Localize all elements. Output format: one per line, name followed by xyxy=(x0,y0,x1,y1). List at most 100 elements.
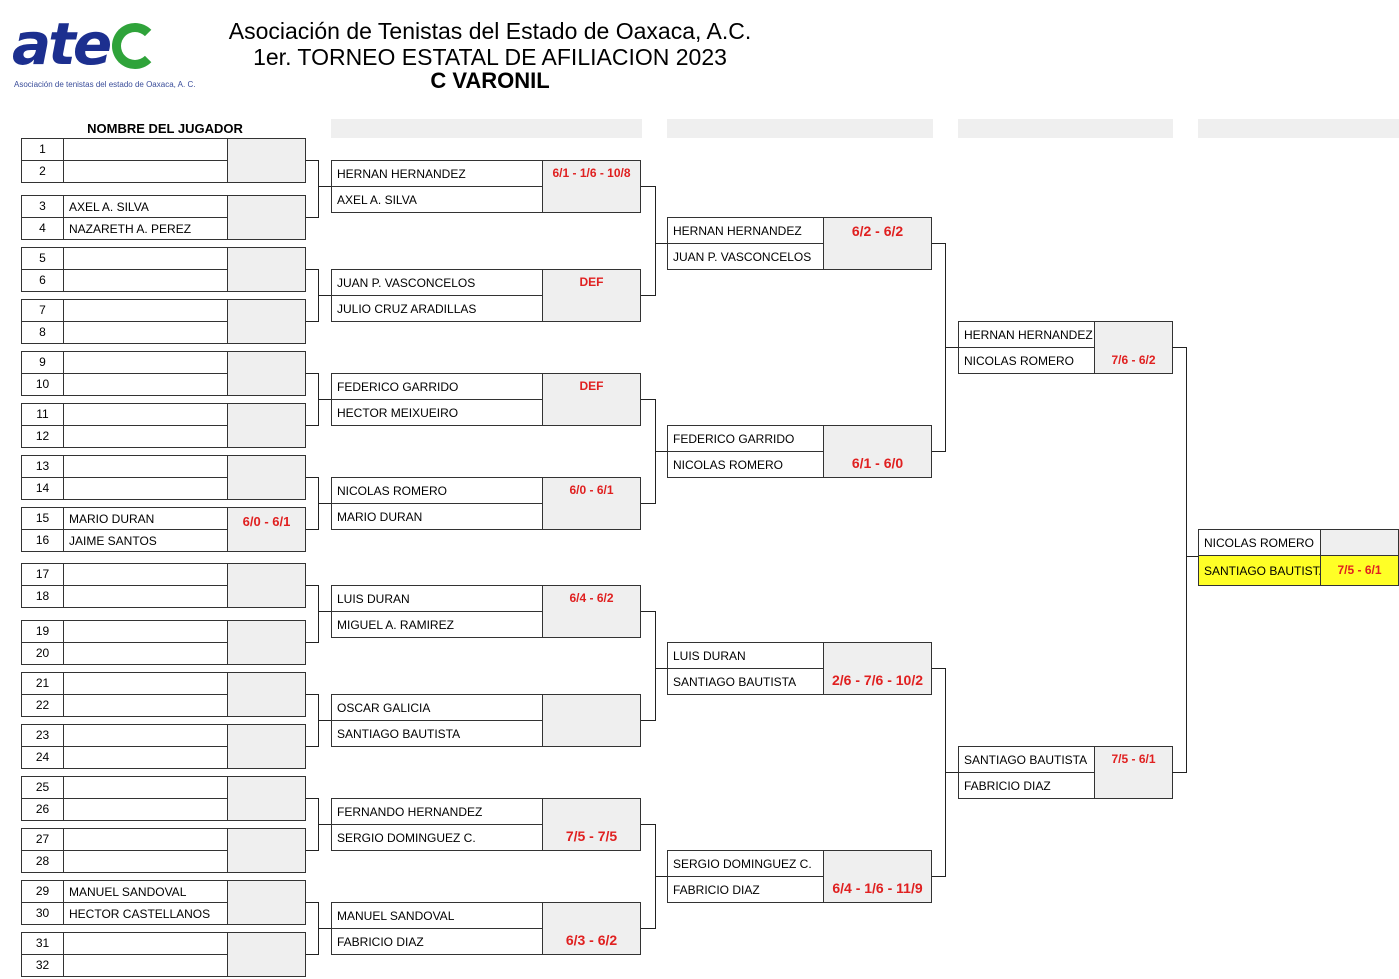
score-box xyxy=(227,880,306,925)
bracket-connector xyxy=(655,186,656,296)
score-box xyxy=(227,672,306,717)
seed-number: 22 xyxy=(21,694,64,717)
score-box xyxy=(1094,746,1173,799)
bracket-connector xyxy=(318,585,319,643)
bracket-connector xyxy=(306,321,318,322)
player-name: FERNANDO HERNANDEZ xyxy=(331,798,543,825)
bracket-connector xyxy=(655,876,667,877)
final-score: 7/5 - 6/1 xyxy=(1337,563,1382,577)
match-score: 7/6 - 6/2 xyxy=(1111,353,1156,367)
seed-number: 16 xyxy=(21,529,64,552)
seed-number: 3 xyxy=(21,195,64,218)
bracket-connector xyxy=(306,694,318,695)
score-box xyxy=(227,403,306,448)
bracket-connector xyxy=(306,642,318,643)
seed-number: 11 xyxy=(21,403,64,426)
player-name xyxy=(63,425,228,448)
score-box xyxy=(227,932,306,977)
seed-number: 31 xyxy=(21,932,64,955)
final-score-box xyxy=(1320,555,1399,586)
bracket-connector xyxy=(641,824,655,825)
player-name: SANTIAGO BAUTISTA xyxy=(331,720,543,747)
player-name: HECTOR CASTELLANOS xyxy=(63,902,228,925)
player-name: JULIO CRUZ ARADILLAS xyxy=(331,295,543,322)
seed-number: 28 xyxy=(21,850,64,873)
seed-number: 29 xyxy=(21,880,64,903)
bracket-connector xyxy=(318,160,319,218)
seed-number: 18 xyxy=(21,585,64,608)
player-name xyxy=(63,299,228,322)
player-name xyxy=(63,798,228,821)
final-score-box xyxy=(1320,529,1399,556)
score-box xyxy=(227,138,306,183)
bracket-connector xyxy=(655,668,667,669)
bracket-connector xyxy=(641,295,655,296)
player-name xyxy=(63,477,228,500)
match-score: 7/5 - 6/1 xyxy=(1111,752,1156,766)
match-score: 6/1 - 6/0 xyxy=(851,455,904,471)
player-name: MARIO DURAN xyxy=(331,503,543,530)
score-box xyxy=(227,351,306,396)
seed-number: 2 xyxy=(21,160,64,183)
seed-number: 20 xyxy=(21,642,64,665)
score-box xyxy=(823,425,932,478)
seed-number: 14 xyxy=(21,477,64,500)
bracket-connector xyxy=(1172,772,1186,773)
bracket-connector xyxy=(318,928,331,929)
player-name: FEDERICO GARRIDO xyxy=(667,425,824,452)
tournament-title: 1er. TORNEO ESTATAL DE AFILIACION 2023 xyxy=(253,44,727,70)
player-name xyxy=(63,269,228,292)
bracket-connector xyxy=(1172,347,1186,348)
match-score: 6/0 - 6/1 xyxy=(569,483,614,497)
seed-number: 27 xyxy=(21,828,64,851)
bracket-connector xyxy=(306,954,318,955)
score-box xyxy=(542,269,641,322)
score-box xyxy=(227,299,306,344)
bracket-connector xyxy=(306,373,318,374)
player-name xyxy=(63,455,228,478)
seed-number: 21 xyxy=(21,672,64,695)
bracket-connector xyxy=(1186,556,1198,557)
player-name xyxy=(63,160,228,183)
bracket-connector xyxy=(306,746,318,747)
bracket-connector xyxy=(306,529,318,530)
round-header-band-4 xyxy=(1198,119,1399,138)
association-title: Asociación de Tenistas del Estado de Oax… xyxy=(228,18,752,44)
score-box xyxy=(542,694,641,747)
seed-number: 23 xyxy=(21,724,64,747)
score-box xyxy=(227,455,306,500)
player-name: AXEL A. SILVA xyxy=(63,195,228,218)
score-box xyxy=(542,373,641,426)
score-box xyxy=(823,217,932,270)
bracket-connector xyxy=(306,477,318,478)
player-name: SANTIAGO BAUTISTA xyxy=(958,746,1095,773)
player-name xyxy=(63,746,228,769)
final-player-name: NICOLAS ROMERO xyxy=(1198,529,1321,556)
player-name xyxy=(63,932,228,955)
player-name xyxy=(63,642,228,665)
player-name xyxy=(63,724,228,747)
player-name xyxy=(63,954,228,977)
player-name: AXEL A. SILVA xyxy=(331,186,543,213)
score-box xyxy=(227,247,306,292)
player-name: HERNAN HERNANDEZ xyxy=(667,217,824,244)
player-name: SANTIAGO BAUTISTA xyxy=(667,668,824,695)
player-name: FABRICIO DIAZ xyxy=(958,772,1095,799)
match-score: 6/4 - 1/6 - 11/9 xyxy=(832,880,923,896)
bracket-connector xyxy=(945,347,958,348)
player-name xyxy=(63,585,228,608)
seed-number: 6 xyxy=(21,269,64,292)
player-name: MARIO DURAN xyxy=(63,507,228,530)
bracket-connector xyxy=(306,850,318,851)
bracket-connector xyxy=(318,399,331,400)
seed-number: 30 xyxy=(21,902,64,925)
player-name: HERNAN HERNANDEZ xyxy=(958,321,1095,348)
bracket-connector xyxy=(318,295,331,296)
score-box xyxy=(227,563,306,608)
seed-number: 12 xyxy=(21,425,64,448)
bracket-connector xyxy=(318,720,331,721)
bracket-connector xyxy=(932,876,945,877)
player-name: JUAN P. VASCONCELOS xyxy=(667,243,824,270)
bracket-connector xyxy=(306,269,318,270)
round-header-band-2 xyxy=(667,119,933,138)
